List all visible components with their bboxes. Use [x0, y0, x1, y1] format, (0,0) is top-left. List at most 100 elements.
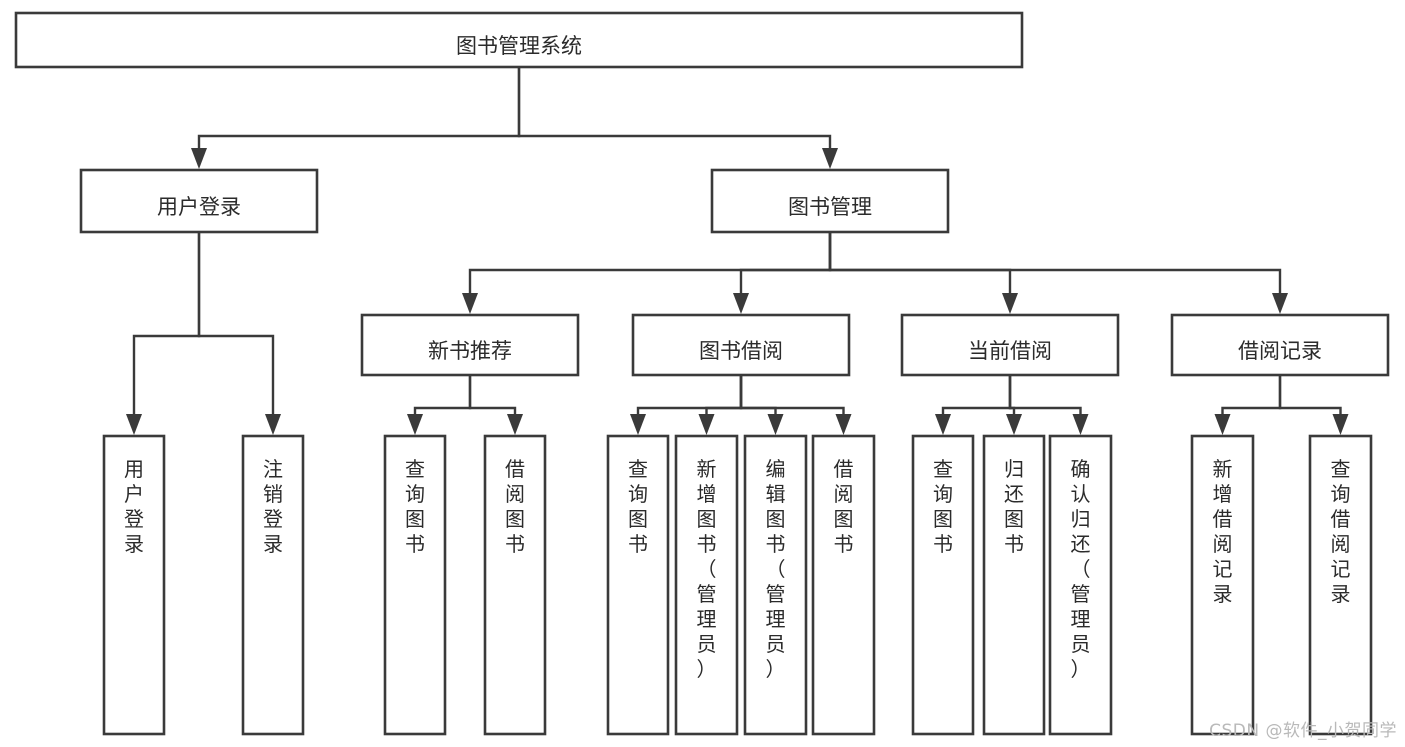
node-leaf-user-logout[interactable]: 注销登录 [241, 434, 305, 736]
node-label-leaf-borrow-lend: 借阅图书 [834, 457, 854, 556]
node-box-leaf-borrow-add[interactable] [674, 434, 739, 736]
node-box-leaf-new-borrow[interactable] [483, 434, 547, 736]
arrow-head-icon [265, 414, 281, 435]
node-box-leaf-new-query[interactable] [383, 434, 447, 736]
node-label-root: 图书管理系统 [456, 34, 582, 58]
node-box-leaf-current-query[interactable] [911, 434, 975, 736]
node-leaf-borrow-lend[interactable]: 借阅图书 [811, 434, 876, 736]
node-newbook[interactable]: 新书推荐 [360, 313, 580, 377]
edge-login-to-leaf-user-logout [197, 232, 281, 435]
node-label-current: 当前借阅 [968, 339, 1052, 363]
node-label-leaf-borrow-add: 新增图书（管理员） [697, 457, 717, 681]
node-box-leaf-user-logout[interactable] [241, 434, 305, 736]
edges-layer [126, 67, 1349, 435]
node-records[interactable]: 借阅记录 [1170, 313, 1390, 377]
arrow-head-icon [191, 148, 207, 169]
arrow-head-icon [1272, 293, 1288, 314]
edge-root-to-bookmgr [517, 67, 838, 169]
arrow-head-icon [935, 414, 951, 435]
edge-login-to-leaf-user-login [126, 232, 201, 435]
arrow-head-icon [698, 414, 715, 435]
node-leaf-new-borrow[interactable]: 借阅图书 [483, 434, 547, 736]
node-leaf-borrow-query[interactable]: 查询图书 [606, 434, 670, 736]
node-label-leaf-borrow-edit: 编辑图书（管理员） [766, 457, 786, 681]
node-box-login[interactable] [79, 168, 319, 234]
edge-borrow-to-leaf-borrow-lend [739, 375, 852, 435]
node-borrow[interactable]: 图书借阅 [631, 313, 851, 377]
node-box-newbook[interactable] [360, 313, 580, 377]
node-label-leaf-current-return: 归还图书 [1004, 457, 1024, 556]
arrow-head-icon [767, 414, 784, 435]
node-box-leaf-borrow-lend[interactable] [811, 434, 876, 736]
node-leaf-new-query[interactable]: 查询图书 [383, 434, 447, 736]
node-label-login: 用户登录 [157, 195, 241, 219]
node-label-leaf-current-query: 查询图书 [933, 457, 953, 556]
node-label-leaf-user-logout: 注销登录 [263, 457, 283, 556]
edge-current-to-leaf-current-confirm [1008, 375, 1089, 435]
node-box-leaf-borrow-edit[interactable] [743, 434, 808, 736]
node-leaf-record-add[interactable]: 新增借阅记录 [1190, 434, 1255, 736]
node-box-leaf-record-query[interactable] [1308, 434, 1373, 736]
node-box-bookmgr[interactable] [710, 168, 950, 234]
edge-newbook-to-leaf-new-query [407, 375, 472, 435]
node-leaf-current-confirm[interactable]: 确认归还（管理员） [1048, 434, 1113, 736]
node-box-leaf-current-return[interactable] [982, 434, 1046, 736]
node-leaf-user-login[interactable]: 用户登录 [102, 434, 166, 736]
arrow-head-icon [462, 293, 478, 314]
arrow-head-icon [407, 414, 423, 435]
arrow-head-icon [1072, 414, 1089, 435]
node-label-leaf-record-add: 新增借阅记录 [1213, 457, 1233, 606]
edge-newbook-to-leaf-new-borrow [468, 375, 523, 435]
node-label-leaf-current-confirm: 确认归还（管理员） [1071, 457, 1091, 681]
node-box-root[interactable] [14, 11, 1024, 69]
arrow-head-icon [835, 414, 852, 435]
node-label-records: 借阅记录 [1238, 339, 1322, 363]
node-label-leaf-new-query: 查询图书 [405, 457, 425, 556]
node-label-bookmgr: 图书管理 [788, 195, 872, 219]
node-label-borrow: 图书借阅 [699, 339, 783, 363]
arrow-head-icon [630, 414, 646, 435]
edge-borrow-to-leaf-borrow-query [630, 375, 743, 435]
watermark-label: CSDN @软件_小贺同学 [1209, 721, 1397, 741]
node-box-current[interactable] [900, 313, 1120, 377]
nodes-layer: 图书管理系统用户登录图书管理新书推荐图书借阅当前借阅借阅记录用户登录注销登录查询… [14, 11, 1390, 736]
arrow-head-icon [507, 414, 523, 435]
edge-bookmgr-to-borrow [733, 232, 832, 314]
edge-bookmgr-to-newbook [462, 232, 832, 314]
edge-bookmgr-to-current [828, 232, 1018, 314]
edge-current-to-leaf-current-query [935, 375, 1012, 435]
node-leaf-current-return[interactable]: 归还图书 [982, 434, 1046, 736]
edge-root-to-login [191, 67, 521, 169]
node-box-leaf-record-add[interactable] [1190, 434, 1255, 736]
arrow-head-icon [1006, 414, 1022, 435]
arrow-head-icon [126, 414, 142, 435]
arrow-head-icon [733, 293, 749, 314]
node-box-records[interactable] [1170, 313, 1390, 377]
arrow-head-icon [1332, 414, 1349, 435]
edge-bookmgr-to-records [828, 232, 1288, 314]
node-label-leaf-record-query: 查询借阅记录 [1331, 457, 1351, 606]
node-box-leaf-current-confirm[interactable] [1048, 434, 1113, 736]
edge-borrow-to-leaf-borrow-add [698, 375, 743, 435]
node-leaf-borrow-edit[interactable]: 编辑图书（管理员） [743, 434, 808, 736]
node-current[interactable]: 当前借阅 [900, 313, 1120, 377]
edge-borrow-to-leaf-borrow-edit [739, 375, 784, 435]
node-label-newbook: 新书推荐 [428, 339, 512, 363]
arrow-head-icon [822, 148, 838, 169]
node-bookmgr[interactable]: 图书管理 [710, 168, 950, 234]
node-box-borrow[interactable] [631, 313, 851, 377]
node-leaf-current-query[interactable]: 查询图书 [911, 434, 975, 736]
node-box-leaf-borrow-query[interactable] [606, 434, 670, 736]
node-box-leaf-user-login[interactable] [102, 434, 166, 736]
arrow-head-icon [1002, 293, 1018, 314]
node-label-leaf-user-login: 用户登录 [124, 457, 144, 556]
node-leaf-borrow-add[interactable]: 新增图书（管理员） [674, 434, 739, 736]
edge-current-to-leaf-current-return [1006, 375, 1022, 435]
arrow-head-icon [1214, 414, 1231, 435]
node-label-leaf-new-borrow: 借阅图书 [505, 457, 525, 556]
node-root[interactable]: 图书管理系统 [14, 11, 1024, 69]
node-leaf-record-query[interactable]: 查询借阅记录 [1308, 434, 1373, 736]
node-login[interactable]: 用户登录 [79, 168, 319, 234]
